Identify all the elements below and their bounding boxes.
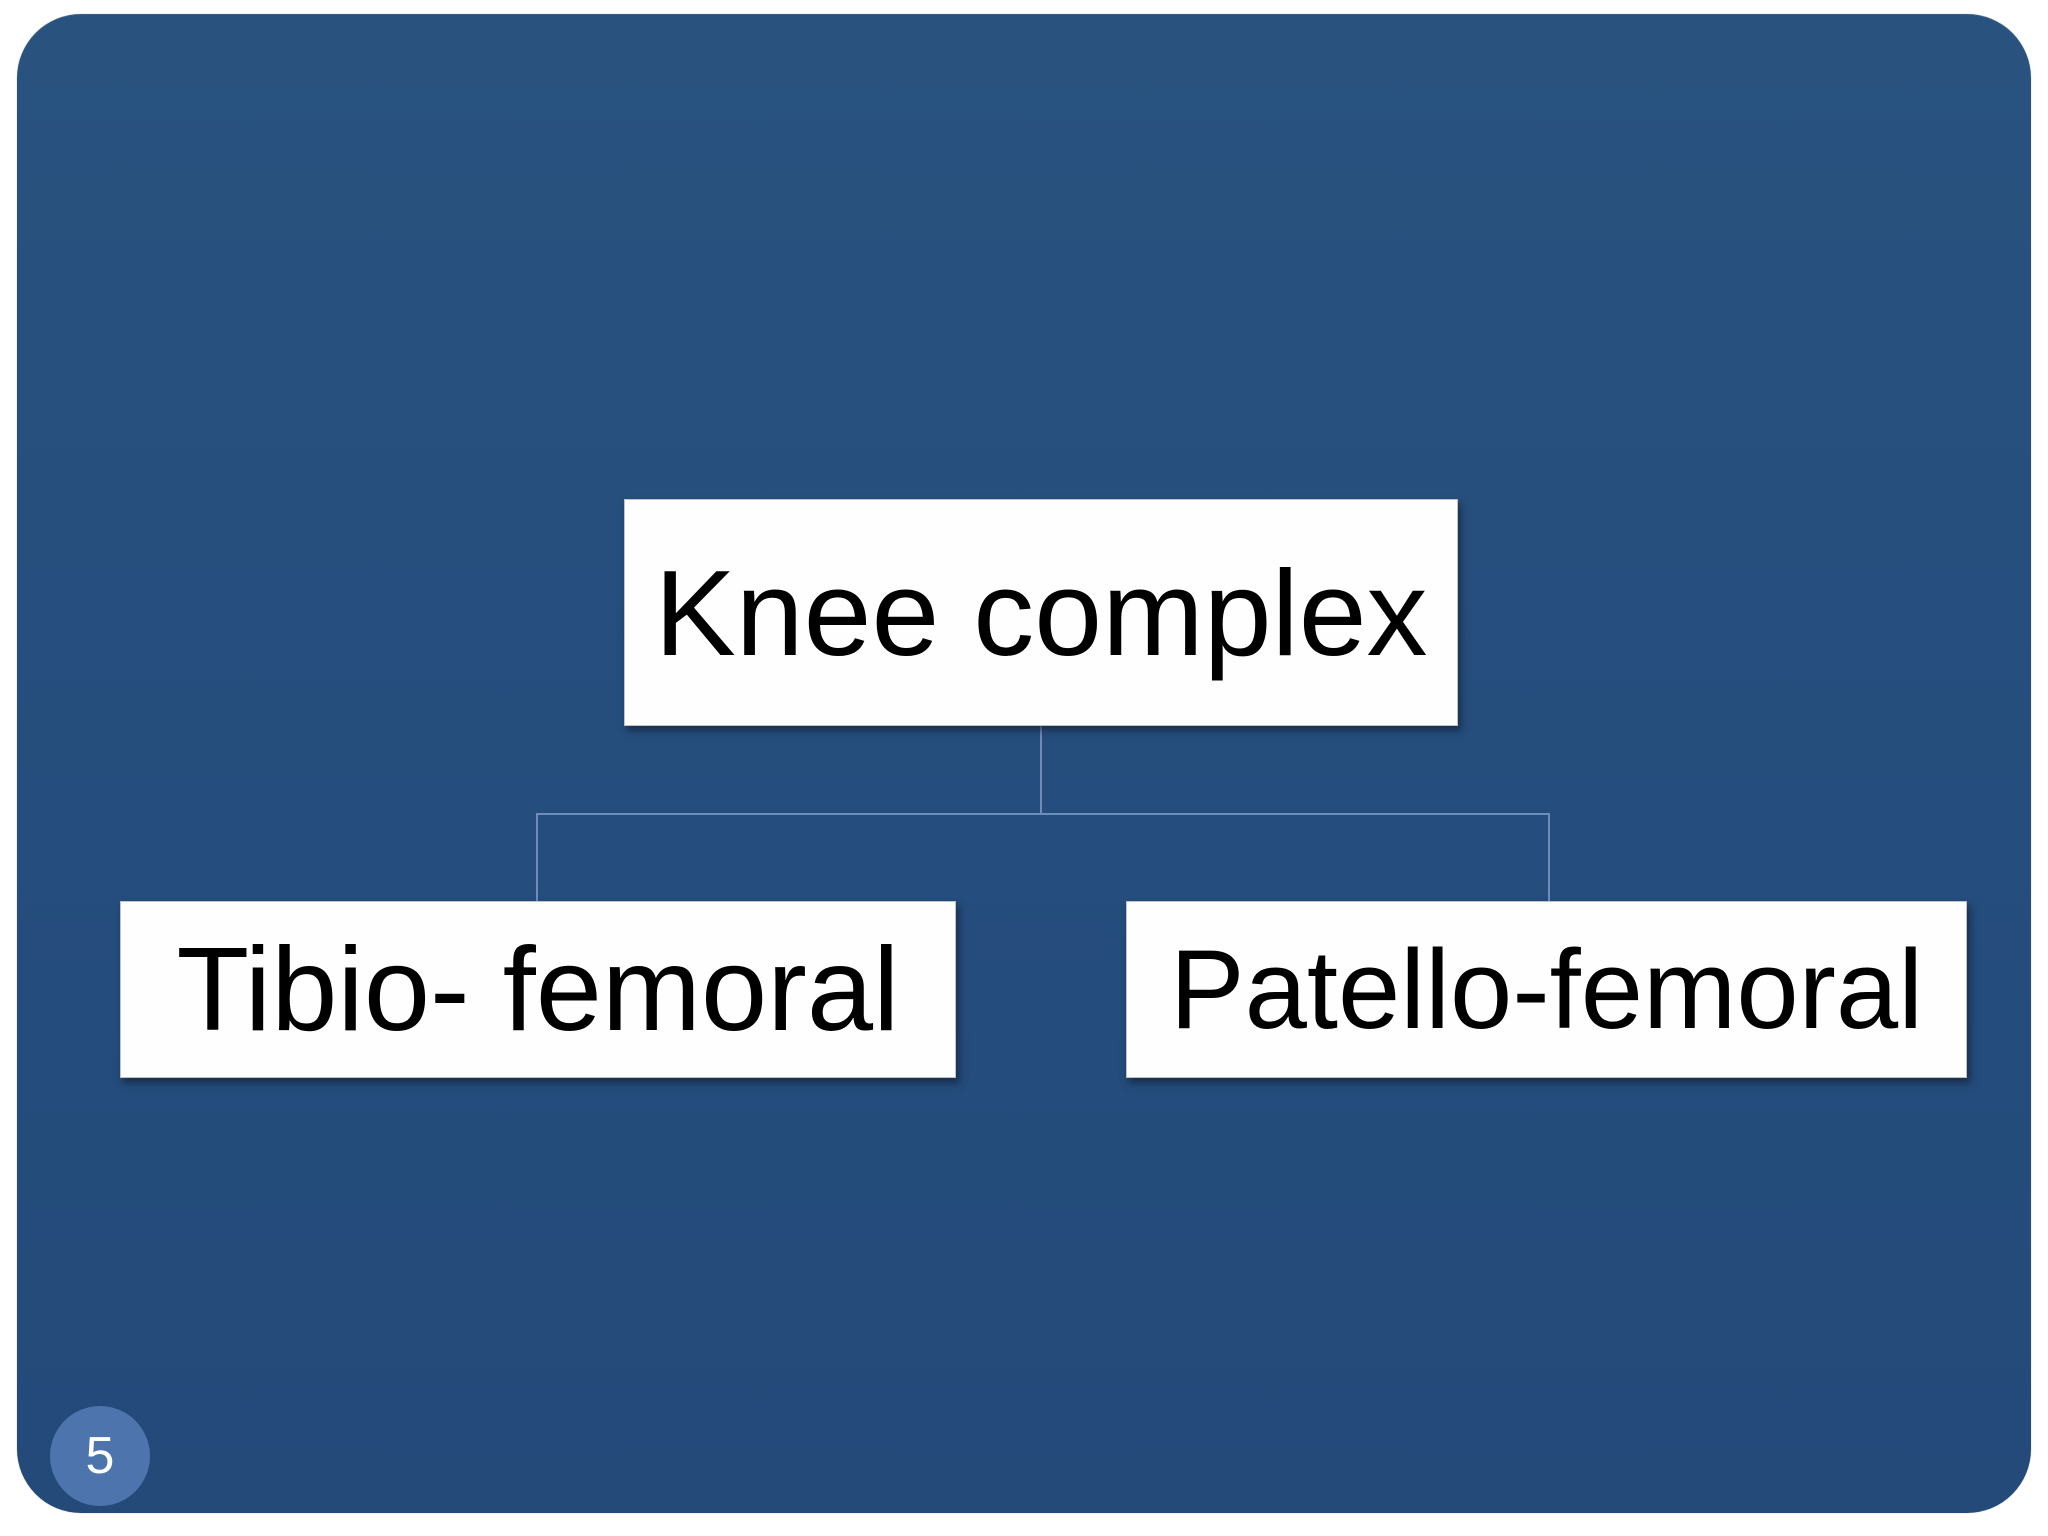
connector-root-stub bbox=[1040, 726, 1042, 814]
page-number-badge: 5 bbox=[50, 1406, 150, 1506]
node-patello-femoral: Patello-femoral bbox=[1126, 901, 1967, 1078]
node-knee-complex: Knee complex bbox=[624, 499, 1458, 726]
connector-drop-left bbox=[536, 813, 538, 902]
page-number-label: 5 bbox=[85, 1427, 115, 1485]
node-patello-femoral-label: Patello-femoral bbox=[1169, 927, 1924, 1052]
connector-horizontal-branch bbox=[536, 813, 1550, 815]
slide-canvas: Knee complex Tibio- femoral Patello-femo… bbox=[17, 14, 2031, 1513]
node-knee-complex-label: Knee complex bbox=[654, 544, 1428, 681]
connector-drop-right bbox=[1548, 813, 1550, 902]
node-tibio-femoral: Tibio- femoral bbox=[120, 901, 956, 1078]
node-tibio-femoral-label: Tibio- femoral bbox=[176, 923, 900, 1056]
